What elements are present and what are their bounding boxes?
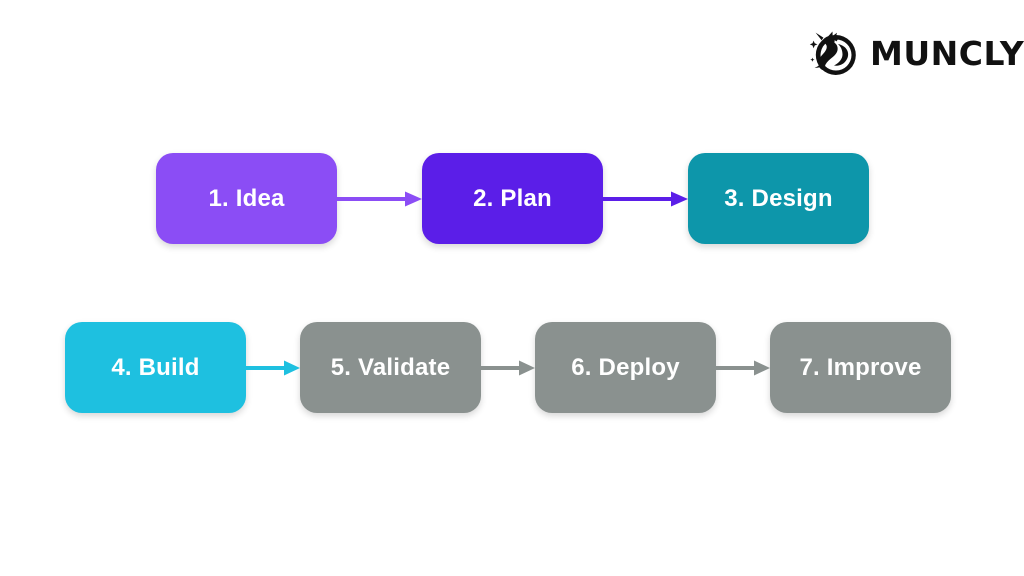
flow-arrow-idea-to-plan	[337, 187, 422, 211]
flow-node-build[interactable]: 4. Build	[65, 322, 246, 413]
flow-node-label: 5. Validate	[330, 353, 451, 381]
flow-node-label: 7. Improve	[799, 353, 922, 381]
flow-node-improve[interactable]: 7. Improve	[770, 322, 951, 413]
flow-node-label: 3. Design	[724, 184, 833, 212]
flow-node-deploy[interactable]: 6. Deploy	[535, 322, 716, 413]
flow-arrow-validate-to-deploy	[481, 356, 535, 380]
flow-node-label: 6. Deploy	[571, 353, 680, 381]
flow-node-label: 4. Build	[111, 353, 200, 381]
flow-arrow-deploy-to-improve	[716, 356, 770, 380]
flow-node-plan[interactable]: 2. Plan	[422, 153, 603, 244]
flow-node-label: 2. Plan	[473, 184, 552, 212]
flow-node-idea[interactable]: 1. Idea	[156, 153, 337, 244]
flow-arrow-plan-to-design	[603, 187, 688, 211]
flow-arrow-build-to-validate	[246, 356, 300, 380]
flow-node-label: 1. Idea	[208, 184, 285, 212]
brand-logo: MUNCLY	[806, 27, 1024, 79]
flow-node-design[interactable]: 3. Design	[688, 153, 869, 244]
unicorn-emblem-icon	[809, 31, 856, 76]
flow-node-validate[interactable]: 5. Validate	[300, 322, 481, 413]
brand-wordmark: MUNCLY	[870, 33, 1024, 73]
flow-row-bottom: 4. Build 5. Validate 6. Deploy 7. Improv…	[65, 322, 951, 413]
flow-row-top: 1. Idea 2. Plan 3. Design	[156, 153, 869, 244]
